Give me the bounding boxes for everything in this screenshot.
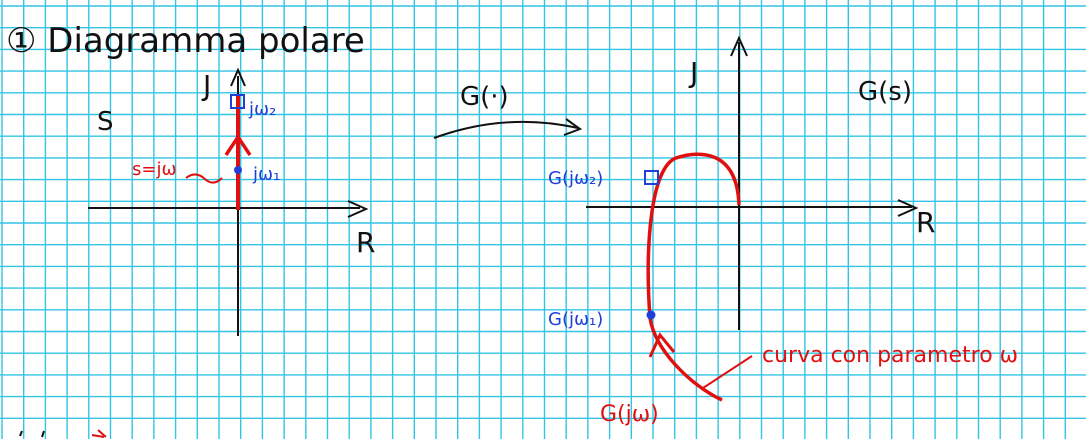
s-real-axis-arrow <box>347 200 369 218</box>
g-imag-axis-arrow <box>730 35 748 57</box>
mapping-arrowhead <box>563 118 583 136</box>
s-point-jw2-marker <box>230 94 245 109</box>
g-annotation-pointer <box>702 355 753 389</box>
mapping-label: G(·) <box>460 82 509 112</box>
s-plane-label: S <box>97 107 114 137</box>
g-real-axis-arrow <box>897 199 919 217</box>
partial-arrow-stroke <box>91 429 107 438</box>
s-path-direction-arrow <box>224 133 252 156</box>
g-point-jw1-marker <box>646 310 656 320</box>
g-curve <box>646 152 741 402</box>
s-real-axis-label: R <box>356 226 375 259</box>
g-point-jw1-label: G(jω₁) <box>548 309 603 330</box>
s-path-tilde <box>185 173 223 184</box>
mapping: G(·) <box>433 82 583 139</box>
g-point-jw2-marker <box>644 170 659 185</box>
s-plane: J R S jω₂ jω₁ s=jω <box>88 67 375 336</box>
bottom-partial-strokes <box>19 429 107 438</box>
s-imag-axis-arrow <box>230 67 246 87</box>
g-plane-label: G(s) <box>858 77 912 107</box>
page-title: ① Diagramma polare <box>6 21 365 61</box>
g-imag-axis-label: J <box>688 56 698 89</box>
g-plane: J R G(s) G(jω₂) G(jω₁) G(jω) curva con p… <box>548 35 1018 427</box>
s-imag-axis-label: J <box>201 69 211 102</box>
partial-stroke <box>19 430 45 438</box>
g-curve-direction-arrow <box>648 332 676 358</box>
g-curve-annotation: curva con parametro ω <box>762 343 1018 368</box>
s-path-label: s=jω <box>132 159 177 180</box>
g-real-axis-label: R <box>916 206 935 239</box>
s-point-jw1-marker <box>234 166 242 174</box>
mapping-arrow <box>433 120 579 139</box>
s-point-jw2-label: jω₂ <box>248 99 276 120</box>
s-point-jw1-label: jω₁ <box>252 164 280 185</box>
g-point-jw2-label: G(jω₂) <box>548 168 603 189</box>
g-curve-label: G(jω) <box>600 402 659 427</box>
